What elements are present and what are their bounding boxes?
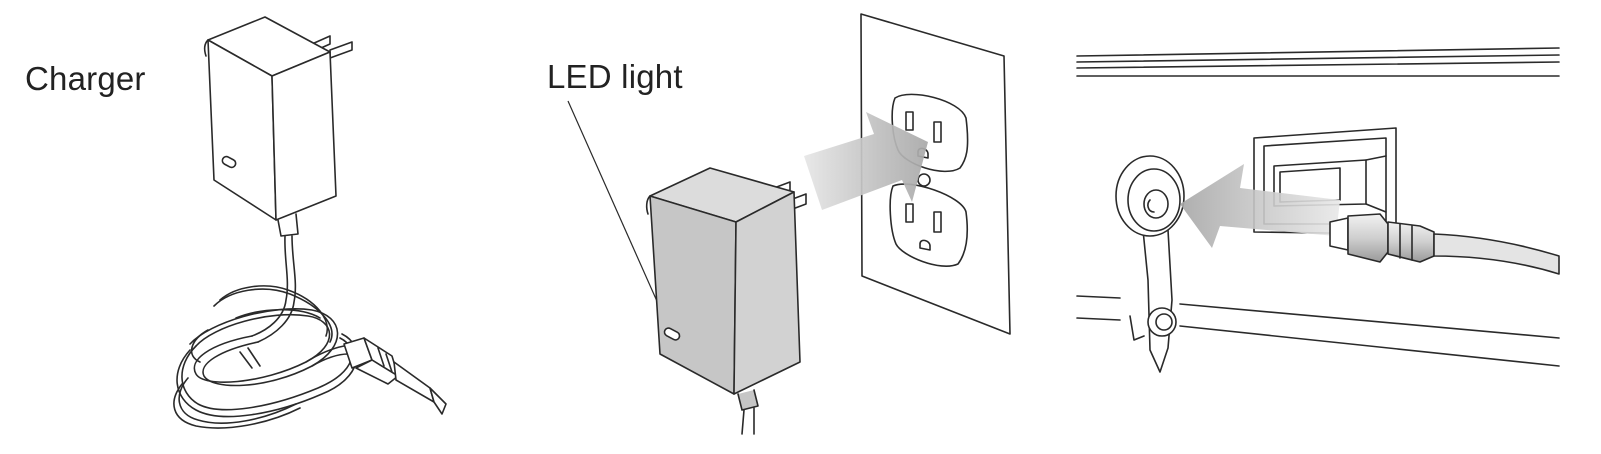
charger-body-icon	[203, 16, 337, 221]
charger-label: Charger	[25, 60, 146, 97]
led-light-label: LED light	[547, 58, 683, 95]
charger-illustration	[173, 16, 447, 429]
dc-plug-cable-icon	[1329, 213, 1560, 275]
charger-gray-icon	[645, 167, 807, 435]
insert-arrow-icon-2	[1180, 164, 1340, 248]
led-leader-line	[567, 100, 669, 327]
insert-arrow-icon	[804, 112, 928, 210]
dc-port-icon	[1115, 155, 1185, 373]
wall-outlet-icon	[860, 13, 1011, 335]
dc-plug-icon	[343, 337, 447, 415]
